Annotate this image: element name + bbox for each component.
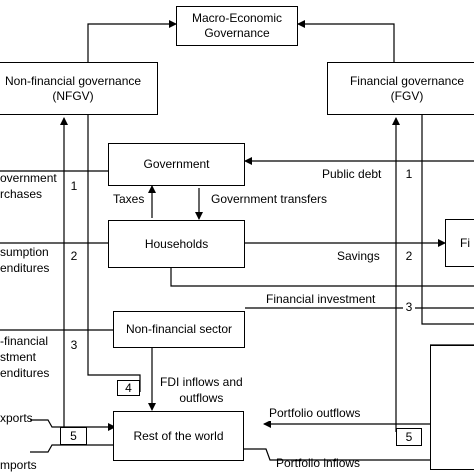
- fgv-box: Financial governance (FGV): [327, 62, 474, 115]
- nonfin-investment-label: -financial stment enditures: [0, 334, 50, 380]
- non-financial-sector-label: Non-financial sector: [125, 322, 233, 336]
- savings-label: Savings: [337, 249, 380, 263]
- right-number-2: 2: [403, 249, 415, 263]
- left-number-5-box: 5: [60, 427, 87, 445]
- gov-purchases-label: overnment rchases: [0, 171, 57, 201]
- imports-label: mports: [0, 458, 37, 472]
- rest-of-world-box: Rest of the world: [113, 411, 244, 461]
- fgv-label: Financial governance (FGV): [349, 73, 465, 103]
- financial-sector-box: Fi: [445, 219, 474, 267]
- fdi-label: FDI inflows and outflows: [160, 374, 243, 406]
- households-label: Households: [144, 236, 209, 251]
- right-number-5: 5: [405, 429, 413, 444]
- government-box: Government: [108, 143, 245, 186]
- non-financial-sector-box: Non-financial sector: [113, 311, 245, 348]
- left-number-5: 5: [70, 428, 77, 443]
- consumption-label: sumption enditures: [0, 245, 50, 275]
- right-number-3: 3: [403, 300, 415, 314]
- portfolio-inflows-label: Portfolio inflows: [276, 456, 361, 470]
- households-box: Households: [108, 220, 245, 268]
- left-number-3: 3: [70, 338, 78, 352]
- line-left-channel-b: [87, 115, 141, 392]
- line-portfolio-inflows: [244, 448, 474, 461]
- line-exports: [30, 419, 116, 431]
- right-number-5-box: 5: [396, 428, 422, 446]
- nfgv-box: Non-financial governance (NFGV): [0, 62, 158, 115]
- arrow-fgv-to-macro: [297, 20, 395, 62]
- left-number-1: 1: [70, 179, 78, 193]
- arrow-nfgv-to-macro: [87, 20, 177, 62]
- rest-of-world-label: Rest of the world: [133, 428, 224, 443]
- left-number-4: 4: [125, 380, 132, 395]
- portfolio-outflows-label: Portfolio outflows: [269, 405, 361, 421]
- macro-economic-governance-label: Macro-Economic Governance: [191, 11, 283, 40]
- taxes-label: Taxes: [113, 191, 145, 207]
- line-households-financial: [170, 268, 474, 287]
- line-imports: [30, 444, 115, 453]
- left-number-4-box: 4: [117, 380, 140, 396]
- left-number-2: 2: [70, 249, 78, 263]
- line-right-channel-b: [421, 115, 474, 325]
- exports-label: xports: [0, 411, 33, 425]
- government-label: Government: [143, 157, 210, 171]
- financial-partial-box: [430, 345, 474, 470]
- public-debt-label: Public debt: [322, 166, 382, 182]
- right-number-1: 1: [403, 167, 415, 181]
- gov-transfers-label: Government transfers: [211, 191, 328, 207]
- nfgv-label: Non-financial governance (NFGV): [4, 73, 142, 103]
- financial-investment-label: Financial investment: [266, 291, 376, 307]
- financial-sector-label: Fi: [460, 235, 470, 250]
- macro-economic-governance-box: Macro-Economic Governance: [176, 6, 298, 46]
